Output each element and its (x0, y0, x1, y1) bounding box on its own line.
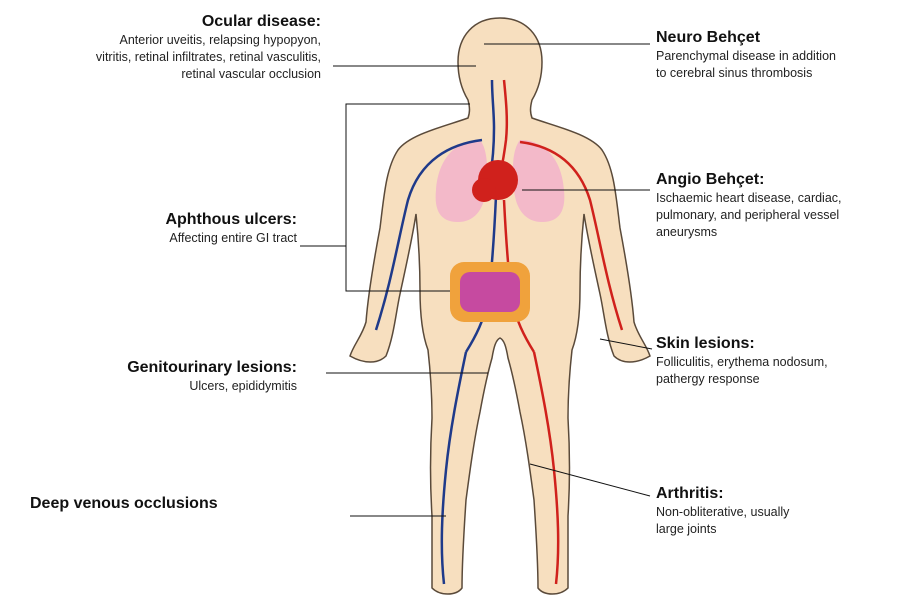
callout-skin: Skin lesions: Folliculitis, erythema nod… (656, 334, 906, 388)
angio-line-3: aneurysms (656, 224, 908, 241)
aphthous-line-1: Affecting entire GI tract (37, 230, 297, 247)
angio-description: Ischaemic heart disease, cardiac, pulmon… (656, 190, 908, 241)
deep-venous-title: Deep venous occlusions (30, 494, 320, 514)
small-intestine (460, 272, 520, 312)
neuro-description: Parenchymal disease in addition to cereb… (656, 48, 906, 82)
neuro-line-1: Parenchymal disease in addition (656, 48, 906, 65)
aphthous-title: Aphthous ulcers: (37, 210, 297, 230)
genitourinary-title: Genitourinary lesions: (0, 358, 297, 378)
ocular-title: Ocular disease: (0, 12, 321, 32)
angio-line-1: Ischaemic heart disease, cardiac, (656, 190, 908, 207)
angio-line-2: pulmonary, and peripheral vessel (656, 207, 908, 224)
skin-line-2: pathergy response (656, 371, 906, 388)
intestines (450, 262, 530, 322)
callout-arthritis: Arthritis: Non-obliterative, usually lar… (656, 484, 906, 538)
heart-lobe (472, 178, 496, 202)
skin-line-1: Folliculitis, erythema nodosum, (656, 354, 906, 371)
arthritis-description: Non-obliterative, usually large joints (656, 504, 906, 538)
neuro-line-2: to cerebral sinus thrombosis (656, 65, 906, 82)
callout-genitourinary: Genitourinary lesions: Ulcers, epididymi… (0, 358, 297, 395)
skin-title: Skin lesions: (656, 334, 906, 354)
callout-angio: Angio Behçet: Ischaemic heart disease, c… (656, 170, 908, 241)
arthritis-title: Arthritis: (656, 484, 906, 504)
arthritis-line-2: large joints (656, 521, 906, 538)
ocular-line-1: Anterior uveitis, relapsing hypopyon, (0, 32, 321, 49)
callout-neuro: Neuro Behçet Parenchymal disease in addi… (656, 28, 906, 82)
callout-deep-venous: Deep venous occlusions (30, 494, 320, 514)
genitourinary-line-1: Ulcers, epididymitis (0, 378, 297, 395)
ocular-line-3: retinal vascular occlusion (0, 66, 321, 83)
callout-ocular: Ocular disease: Anterior uveitis, relaps… (0, 12, 321, 83)
ocular-description: Anterior uveitis, relapsing hypopyon, vi… (0, 32, 321, 83)
ocular-line-2: vitritis, retinal infiltrates, retinal v… (0, 49, 321, 66)
genitourinary-description: Ulcers, epididymitis (0, 378, 297, 395)
skin-description: Folliculitis, erythema nodosum, pathergy… (656, 354, 906, 388)
neuro-title: Neuro Behçet (656, 28, 906, 48)
angio-title: Angio Behçet: (656, 170, 908, 190)
arthritis-line-1: Non-obliterative, usually (656, 504, 906, 521)
aphthous-description: Affecting entire GI tract (37, 230, 297, 247)
callout-aphthous: Aphthous ulcers: Affecting entire GI tra… (37, 210, 297, 247)
